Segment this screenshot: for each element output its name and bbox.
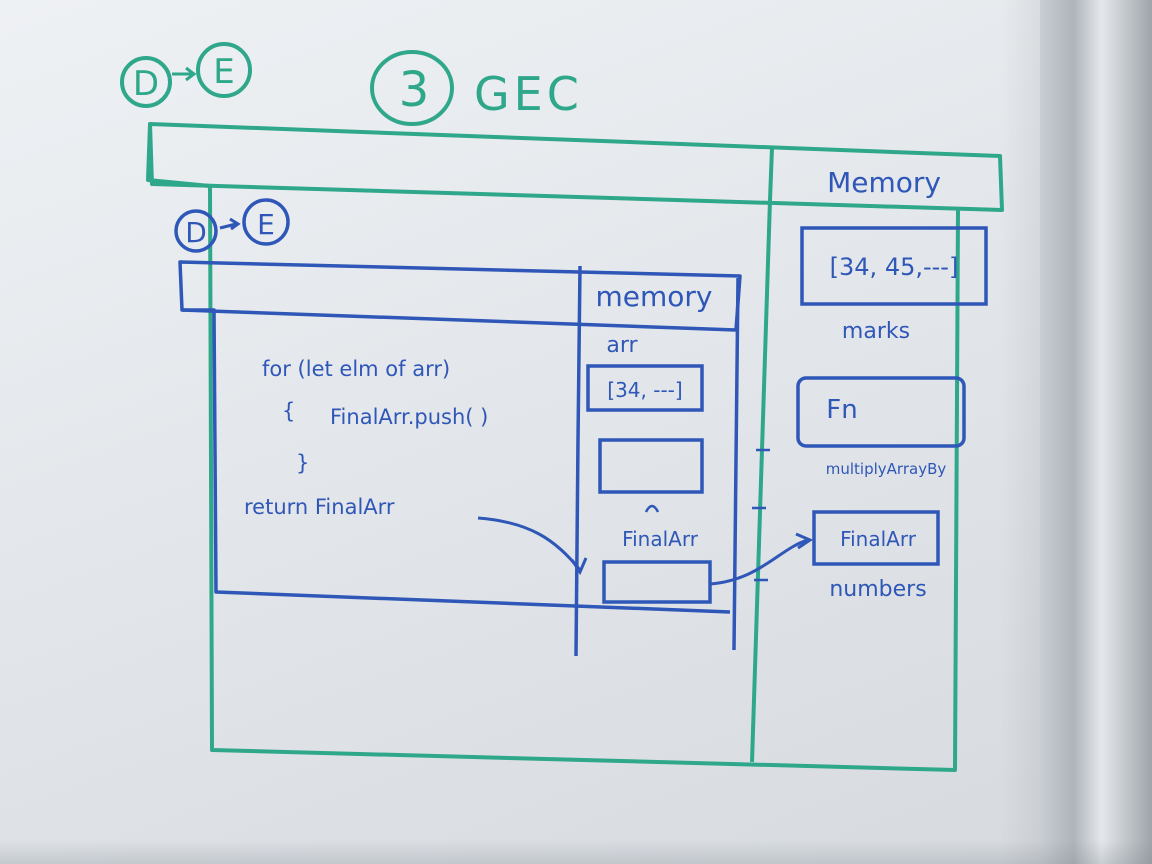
board-bottom-shade	[0, 840, 1152, 864]
divider-ticks	[752, 448, 770, 582]
step-from-circle	[120, 56, 172, 108]
numbers-variable: FinalArr numbers	[812, 510, 940, 602]
numbers-box	[812, 510, 940, 566]
numbers-label: numbers	[829, 577, 926, 602]
code-open-brace: {	[282, 399, 295, 423]
outer-header-band	[148, 122, 1004, 212]
inner-step-indicator: D E	[174, 198, 290, 253]
board-shadow	[1000, 0, 1040, 864]
step-to-letter: E	[213, 52, 234, 92]
inner-step-to-circle	[242, 198, 290, 246]
inner-memory-label: memory	[596, 280, 713, 313]
fn-variable: Fn multiplyArrayBy	[796, 376, 966, 478]
arr-variable: arr [34, ---]	[586, 333, 704, 412]
code-line-return: return FinalArr	[244, 495, 395, 519]
arr-box	[586, 364, 704, 412]
inner-step-to-letter: E	[257, 208, 275, 241]
assign-arrow	[709, 538, 809, 586]
marks-box	[800, 226, 988, 306]
outer-memory-title: Memory	[827, 166, 941, 199]
inner-execution-context	[178, 260, 770, 657]
code-line-for: for (let elm of arr)	[262, 357, 450, 381]
inner-memory-title: memory	[596, 280, 713, 313]
outer-execution-context	[146, 122, 1004, 772]
step-from-letter: D	[133, 64, 159, 104]
gec-label: GEC	[474, 67, 583, 121]
function-code: for (let elm of arr) { FinalArr.push( ) …	[244, 357, 488, 519]
memory-title: Memory	[827, 166, 941, 199]
outer-memory-divider	[750, 147, 774, 763]
finalarr-box	[602, 560, 712, 604]
inner-step-arrow	[219, 217, 241, 231]
small-mark	[644, 504, 660, 513]
whiteboard-frame	[1040, 0, 1152, 864]
return-arrow	[477, 516, 582, 571]
code-close-brace: }	[296, 451, 309, 475]
return-arrow-head	[570, 557, 588, 576]
header-gec-title: 3 GEC	[370, 50, 583, 126]
header-step-indicator: D E	[120, 42, 252, 108]
arr-value: [34, ---]	[607, 378, 682, 402]
step-number: 3	[399, 62, 430, 118]
step-number-circle	[370, 50, 454, 126]
step-to-circle	[196, 42, 252, 98]
inner-step-from-circle	[174, 209, 218, 253]
inner-memory-divider	[574, 265, 582, 657]
numbers-value: FinalArr	[840, 527, 917, 551]
marks-value: [34, 45,---]	[830, 253, 959, 281]
marks-label: marks	[842, 319, 910, 344]
empty-slot	[598, 438, 704, 513]
inner-right-border	[732, 277, 740, 651]
finalarr-variable: FinalArr	[602, 527, 712, 604]
step-arrow	[172, 66, 197, 82]
marks-variable: [34, 45,---] marks	[800, 226, 988, 344]
arr-label: arr	[606, 333, 638, 358]
code-line-push: FinalArr.push( )	[330, 405, 488, 429]
finalarr-label: FinalArr	[622, 527, 699, 551]
empty-memory-box	[598, 438, 704, 494]
inner-step-from-letter: D	[185, 216, 207, 249]
fn-value: Fn	[826, 395, 857, 425]
outer-context-box	[146, 123, 960, 772]
inner-context-box	[182, 308, 731, 614]
assign-arrow-head	[795, 532, 814, 550]
fn-label: multiplyArrayBy	[826, 460, 947, 478]
fn-box	[796, 376, 966, 448]
